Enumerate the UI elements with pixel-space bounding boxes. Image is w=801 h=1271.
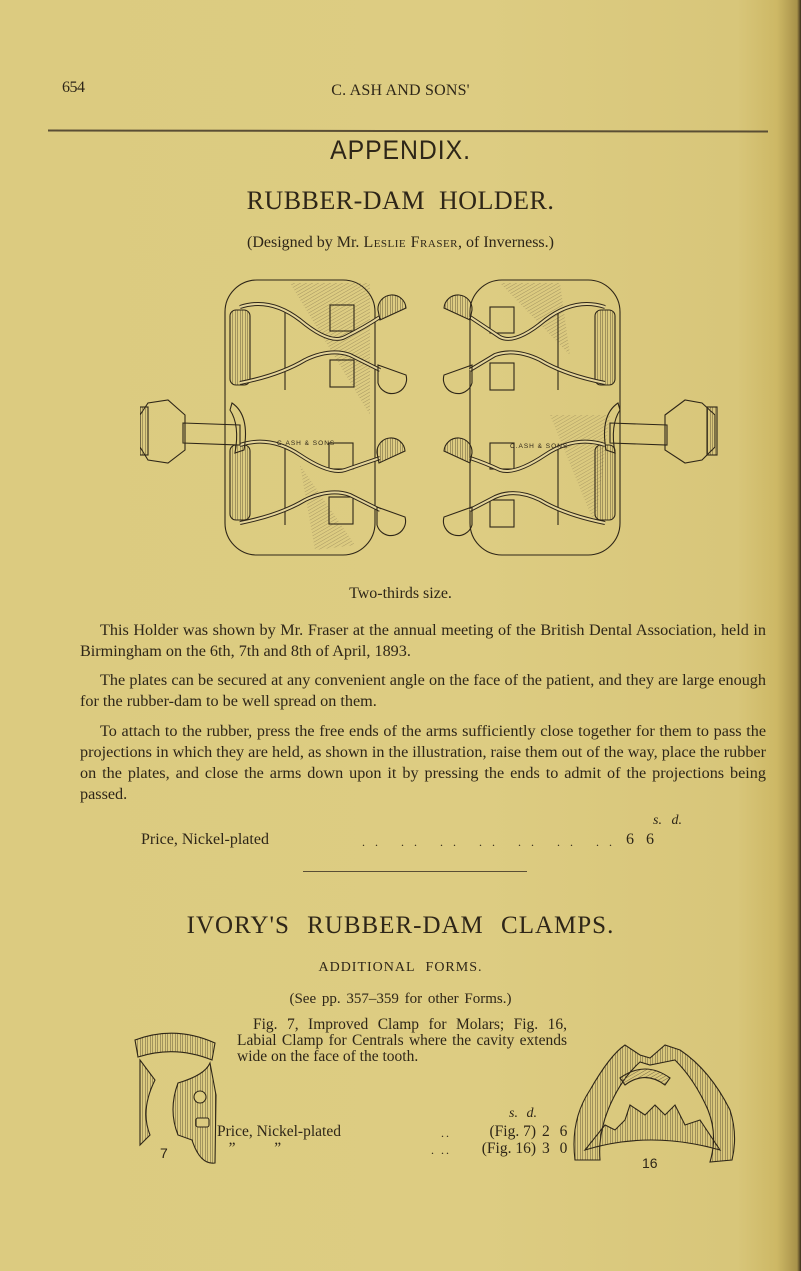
- clamp-price-units-header: s. d.: [509, 1106, 537, 1121]
- designer-name: Leslie Fraser: [363, 234, 459, 251]
- designer-prefix: (Designed by Mr.: [247, 234, 364, 251]
- clamp-price-value: 2 6: [542, 1123, 568, 1140]
- rubber-dam-holder-illustration: C.ASH & SONS: [140, 279, 718, 556]
- clamp-price-row: ” ” . .. (Fig. 16) 3 0: [217, 1140, 582, 1160]
- clamp-price-label-ditto: ” ”: [217, 1140, 282, 1157]
- dot-leader: . ..: [431, 1143, 451, 1157]
- clamp-fig-7-illustration: 7: [134, 1032, 217, 1164]
- right-plate: C.ASH & SONS: [442, 279, 718, 556]
- paragraph: The plates can be secured at any conveni…: [80, 671, 766, 710]
- clamps-description: Fig. 7, Improved Clamp for Molars; Fig. …: [237, 1016, 567, 1065]
- section-title-ivorys-clamps: IVORY'S RUBBER-DAM CLAMPS.: [186, 912, 615, 939]
- designer-suffix: , of Inverness.): [458, 234, 554, 251]
- dot-leader: ..: [441, 1126, 451, 1140]
- header-rule: [47, 129, 769, 133]
- price-units-header: s. d.: [653, 813, 682, 828]
- section-subtitle: ADDITIONAL FORMS.: [318, 960, 483, 975]
- clamp-price-label: Price, Nickel-plated: [217, 1123, 341, 1140]
- clamp-fig-16-illustration: 16: [573, 1044, 736, 1171]
- clamp-price-row: Price, Nickel-plated .. (Fig. 7) 2 6: [217, 1123, 582, 1143]
- clamp-fig-ref: (Fig. 16): [481, 1140, 536, 1157]
- designer-credit: (Designed by Mr. Leslie Fraser, of Inver…: [0, 234, 801, 252]
- figure-caption: Two-thirds size.: [349, 585, 452, 602]
- paragraph: This Holder was shown by Mr. Fraser at t…: [80, 621, 766, 660]
- price-label: Price, Nickel-plated: [141, 831, 269, 848]
- fig-16-label: 16: [642, 1155, 658, 1171]
- appendix-title: APPENDIX.: [330, 135, 471, 165]
- left-plate-stamp: C.ASH & SONS: [277, 440, 335, 447]
- clamp-fig-ref: (Fig. 7): [489, 1123, 537, 1140]
- fig-7-label: 7: [160, 1145, 168, 1161]
- price-value: 6 6: [626, 831, 654, 848]
- clamp-price-value: 3 0: [542, 1140, 568, 1157]
- running-head: C. ASH AND SONS': [331, 82, 470, 99]
- left-plate: C.ASH & SONS: [140, 279, 408, 556]
- dot-leader: .. .. .. .. .. .. ..: [362, 835, 622, 849]
- price-row: Price, Nickel-plated .. .. .. .. .. .. .…: [141, 831, 686, 853]
- cross-reference: (See pp. 357–359 for other Forms.): [289, 991, 512, 1007]
- paragraph: To attach to the rubber, press the free …: [80, 722, 766, 803]
- page-number: 654: [62, 79, 85, 96]
- section-divider: [303, 871, 527, 872]
- right-plate-stamp: C.ASH & SONS: [510, 443, 568, 450]
- section-title-rubber-dam-holder: RUBBER-DAM HOLDER.: [246, 186, 555, 215]
